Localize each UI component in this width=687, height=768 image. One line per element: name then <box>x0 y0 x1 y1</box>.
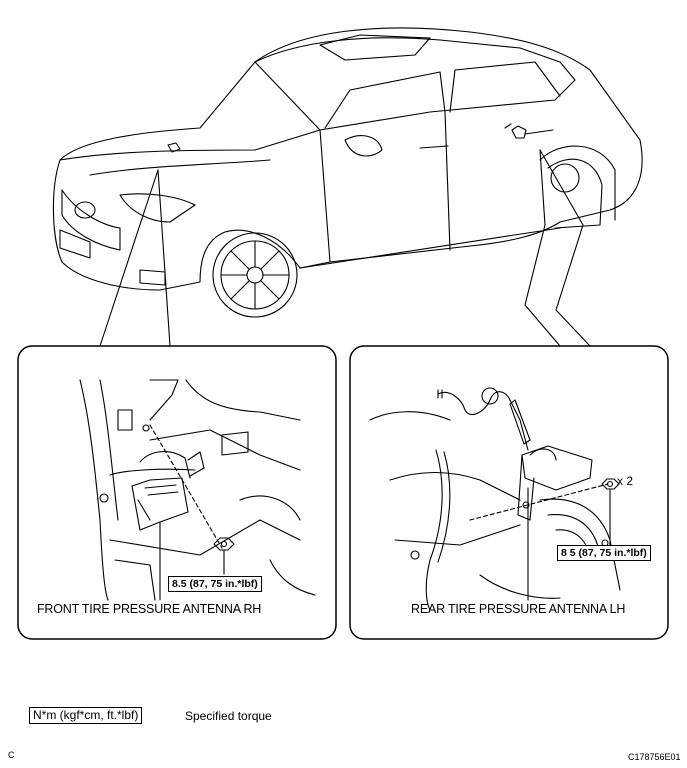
rear-panel-caption: REAR TIRE PRESSURE ANTENNA LH <box>411 602 626 616</box>
rear-panel-frame <box>349 345 669 640</box>
front-antenna-illustration <box>79 379 316 601</box>
car-illustration <box>52 27 643 318</box>
front-torque-label: 8.5 (87, 75 in.*lbf) <box>168 576 262 592</box>
front-panel-frame <box>17 345 337 640</box>
front-panel-caption: FRONT TIRE PRESSURE ANTENNA RH <box>37 602 262 616</box>
callout-lines <box>99 149 591 347</box>
rear-torque-label: 8 5 (87, 75 in.*lbf) <box>557 545 651 561</box>
rear-antenna-illustration <box>369 387 621 611</box>
rear-nut-quantity: x 2 <box>617 474 634 488</box>
legend-description: Specified torque <box>185 709 272 723</box>
footer-left-code: C <box>8 750 15 760</box>
footer-right-code: C178756E01 <box>628 752 681 762</box>
legend-torque-symbol: N*m (kgf*cm, ft.*lbf) <box>29 707 143 724</box>
